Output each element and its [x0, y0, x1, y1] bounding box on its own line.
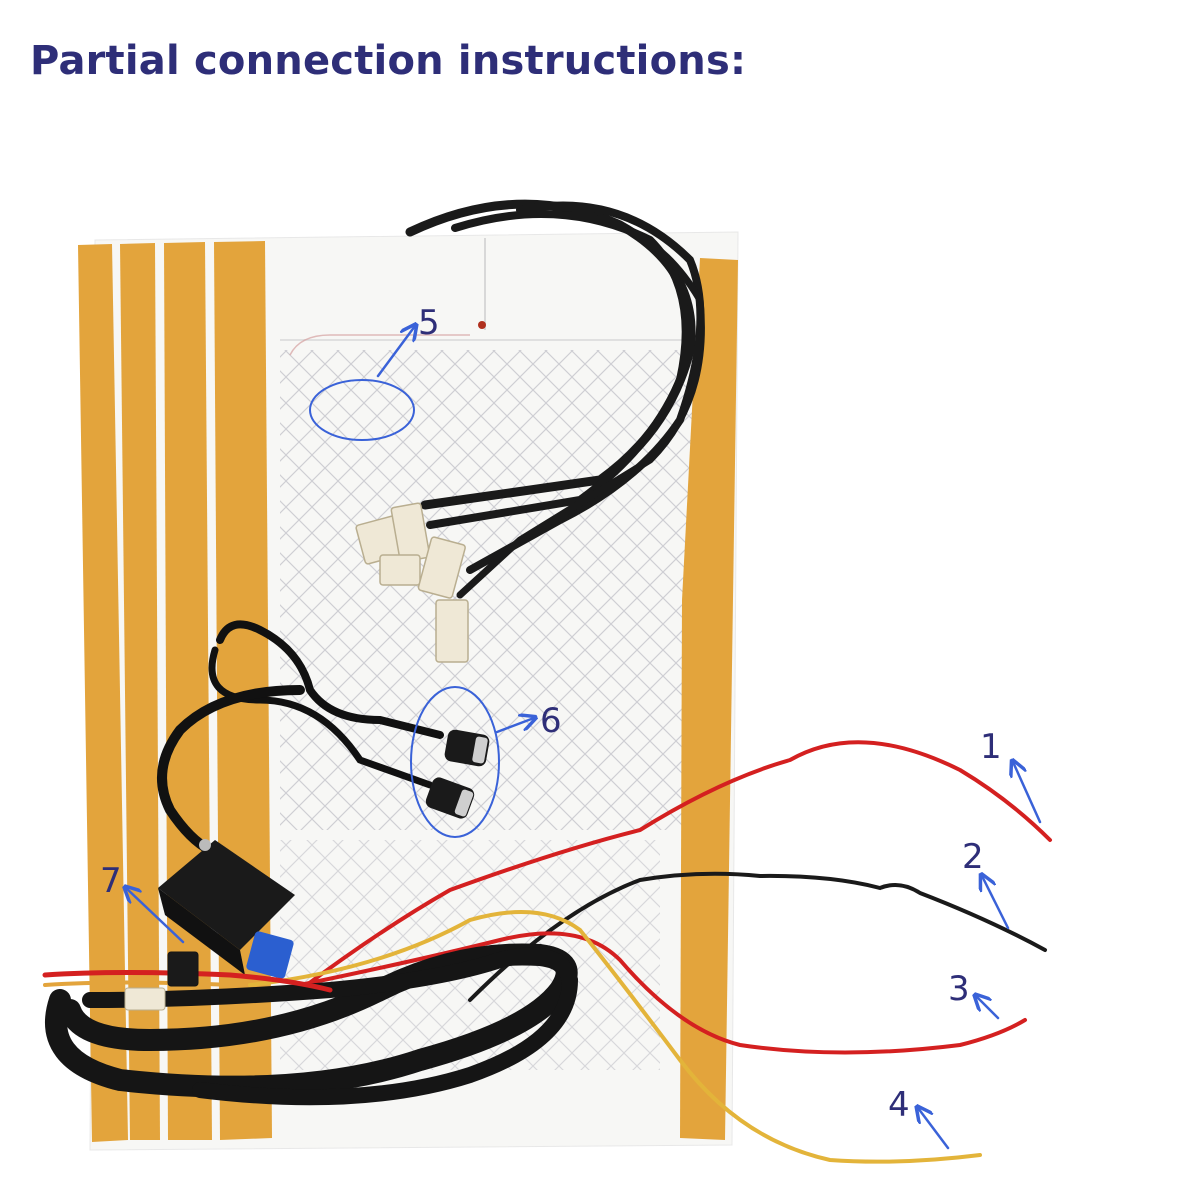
page-title: Partial connection instructions: — [30, 38, 747, 84]
callout-number-5: 5 — [418, 303, 440, 343]
yellow-wire-4 — [248, 910, 982, 1164]
arrow-7 — [126, 888, 185, 944]
switch-harness — [157, 620, 444, 855]
callout-ellipse-6 — [410, 686, 500, 838]
red-wire-1 — [298, 740, 1052, 992]
arrow-6 — [495, 718, 534, 734]
arrow-2 — [982, 876, 1010, 930]
callout-number-4: 4 — [888, 1085, 910, 1125]
red-wire-3 — [298, 931, 1027, 1055]
pad-harness-wires — [405, 199, 705, 599]
callout-number-7: 7 — [100, 861, 122, 901]
callout-number-2: 2 — [962, 837, 984, 877]
arrow-5 — [376, 326, 415, 378]
arrow-3 — [976, 996, 1000, 1020]
callout-number-6: 6 — [540, 701, 562, 741]
main-harness-bundle — [42, 943, 579, 1106]
control-module — [158, 839, 295, 979]
switch-buttons — [425, 729, 490, 819]
arrow-1 — [1013, 762, 1042, 824]
callout-number-3: 3 — [948, 969, 970, 1009]
callout-arrows — [126, 326, 1042, 1150]
callout-number-1: 1 — [980, 727, 1002, 767]
pad-connectors — [355, 502, 469, 663]
callout-ellipse-5 — [309, 379, 415, 441]
output-wires — [248, 740, 1052, 1164]
black-wire-2 — [468, 871, 1047, 1002]
arrow-4 — [918, 1108, 950, 1150]
